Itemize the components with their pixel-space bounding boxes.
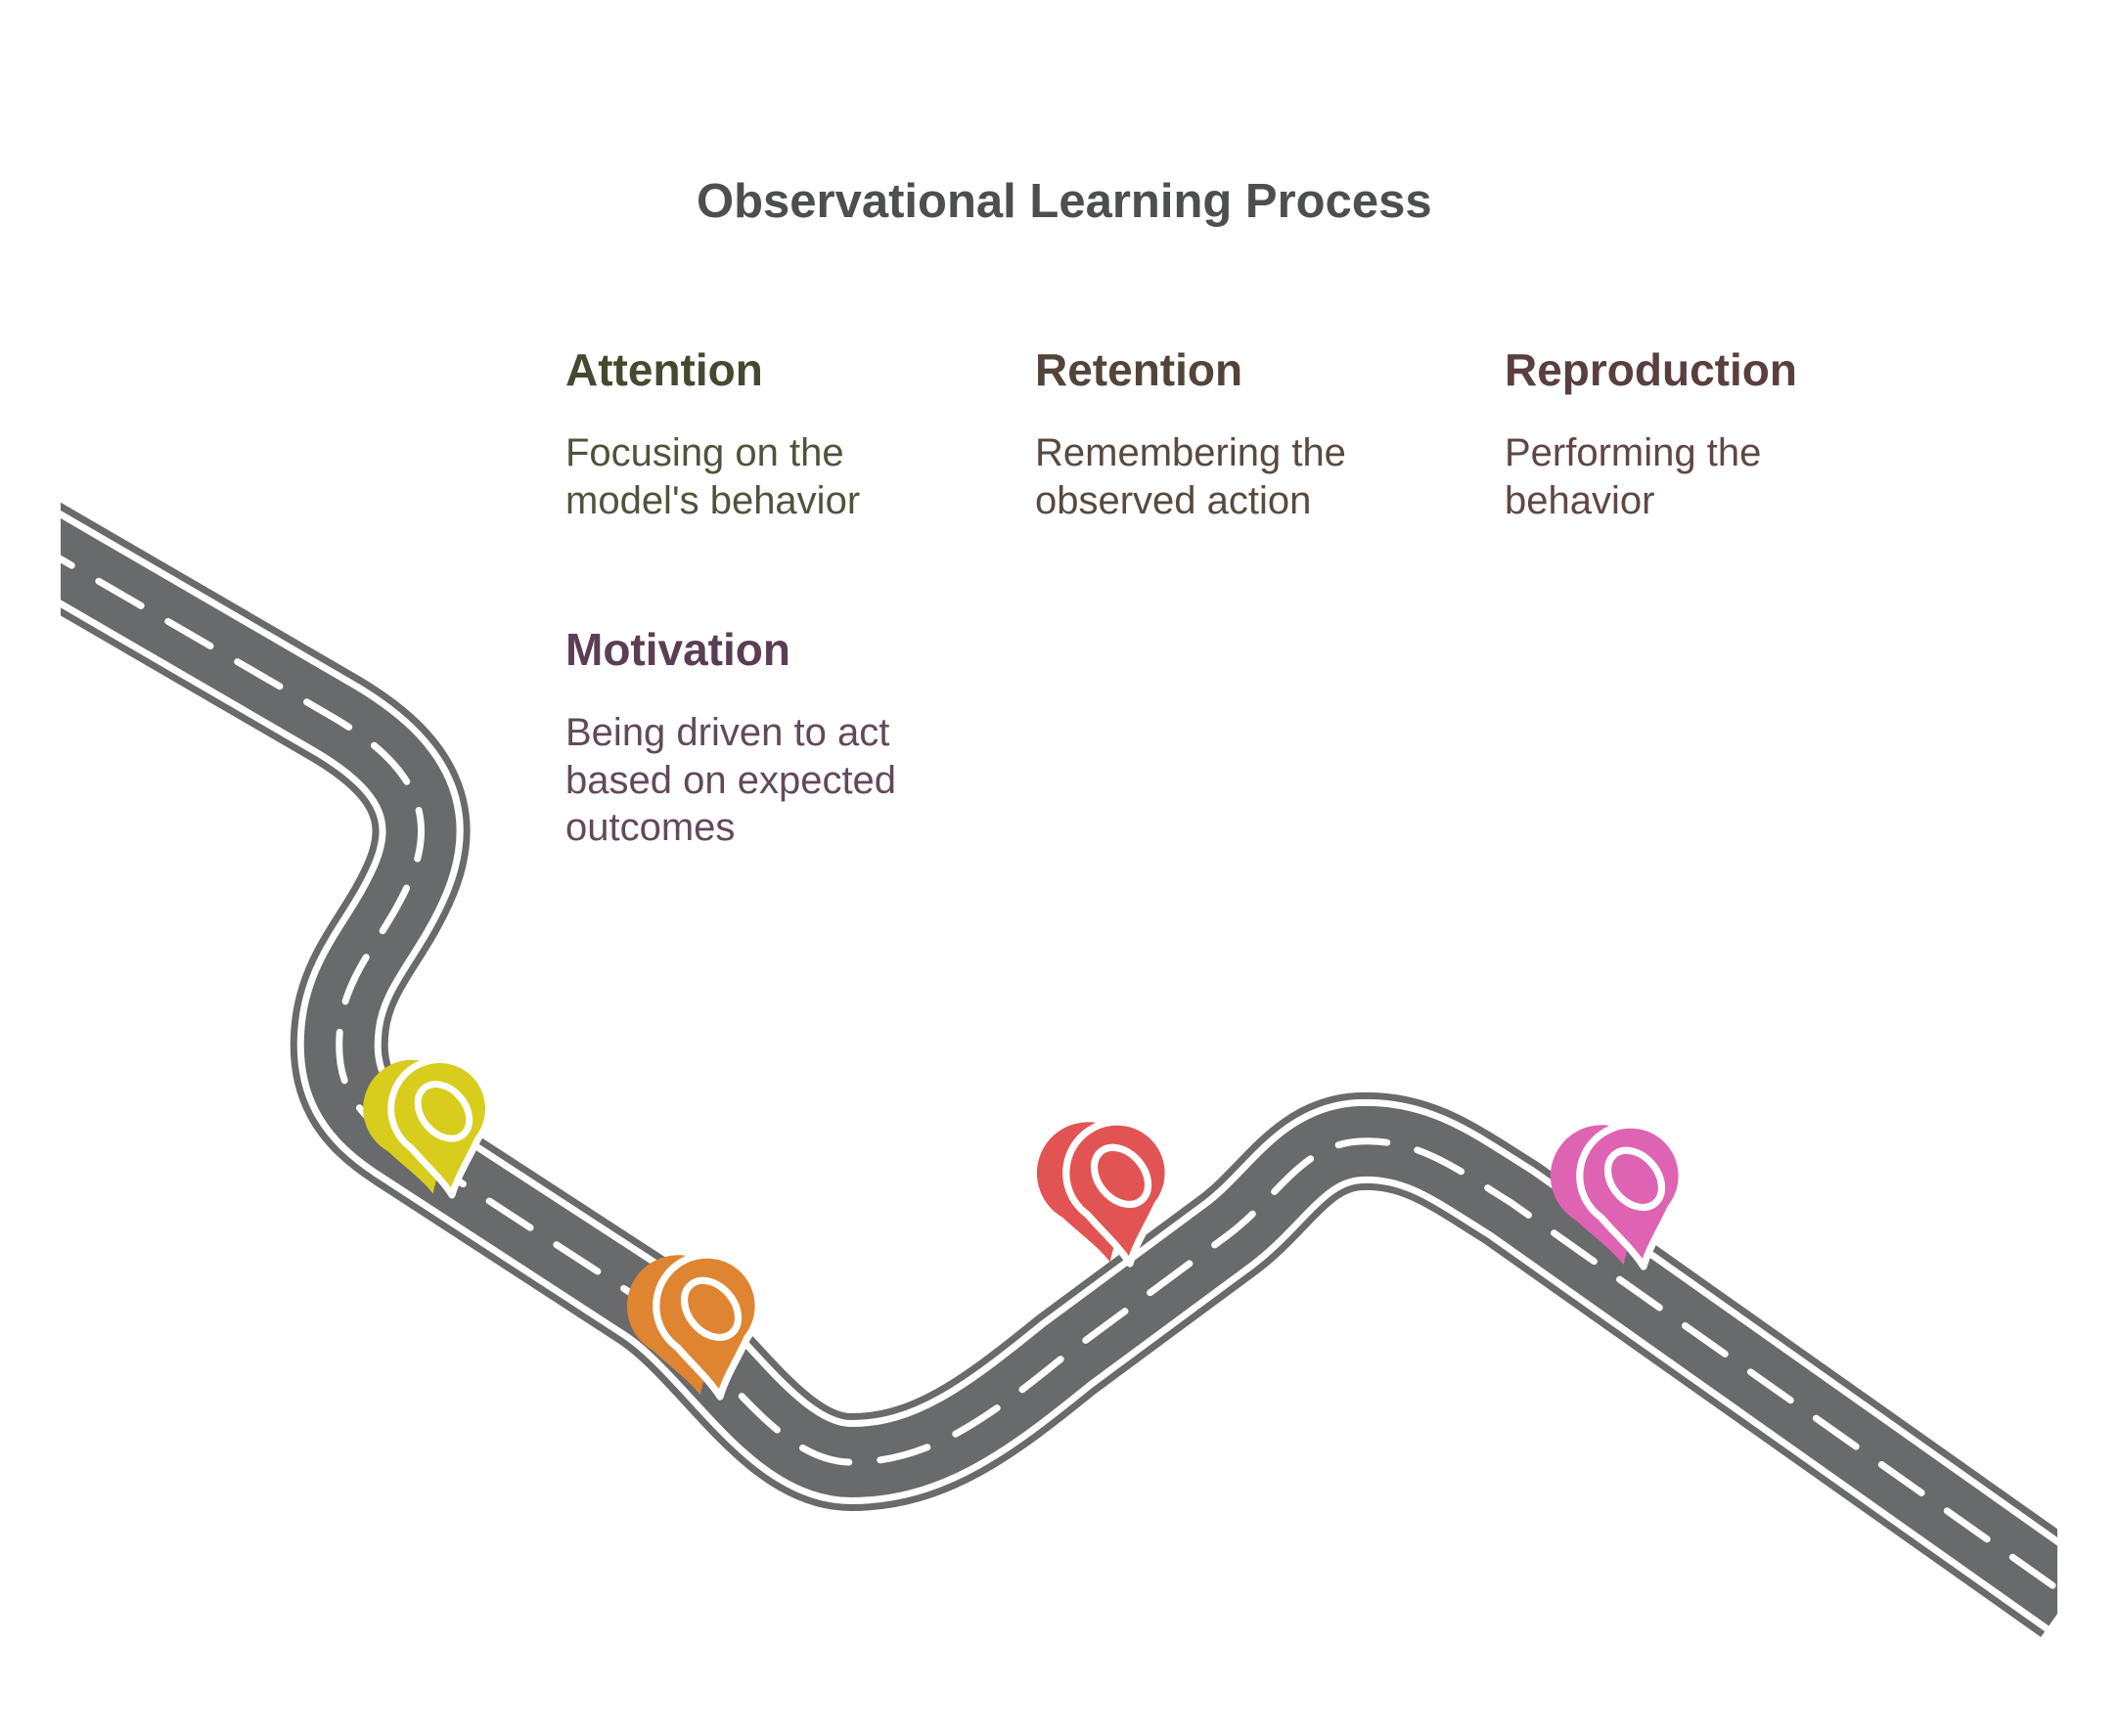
stage-motivation-heading: Motivation [565, 624, 790, 675]
stage-motivation-description: Being driven to act based on expected ou… [565, 710, 897, 850]
stage-retention-heading: Retention [1035, 344, 1243, 395]
stage-reproduction-heading: Reproduction [1505, 344, 1797, 395]
stage-attention: Attention Focusing on the model's behavi… [565, 344, 947, 524]
yellow-pin-icon [352, 1049, 500, 1206]
stage-attention-heading: Attention [565, 344, 763, 395]
stage-retention-description: Remembering the observed action [1035, 430, 1346, 522]
stage-reproduction: Reproduction Performing the behavior [1505, 344, 1886, 524]
orange-pin-icon [615, 1244, 770, 1407]
stage-motivation: Motivation Being driven to act based on … [565, 624, 947, 852]
stage-attention-description: Focusing on the model's behavior [565, 430, 861, 522]
road-start-cut [0, 421, 61, 734]
pink-pin-icon [1539, 1114, 1693, 1277]
stage-retention: Retention Remembering the observed actio… [1035, 344, 1417, 524]
stage-reproduction-description: Performing the behavior [1505, 430, 1762, 522]
red-pin-icon [1025, 1111, 1180, 1274]
road-center-dashes [25, 537, 2073, 1601]
page-title: Observational Learning Process [697, 175, 1432, 228]
road-end-cut [2057, 1408, 2118, 1736]
